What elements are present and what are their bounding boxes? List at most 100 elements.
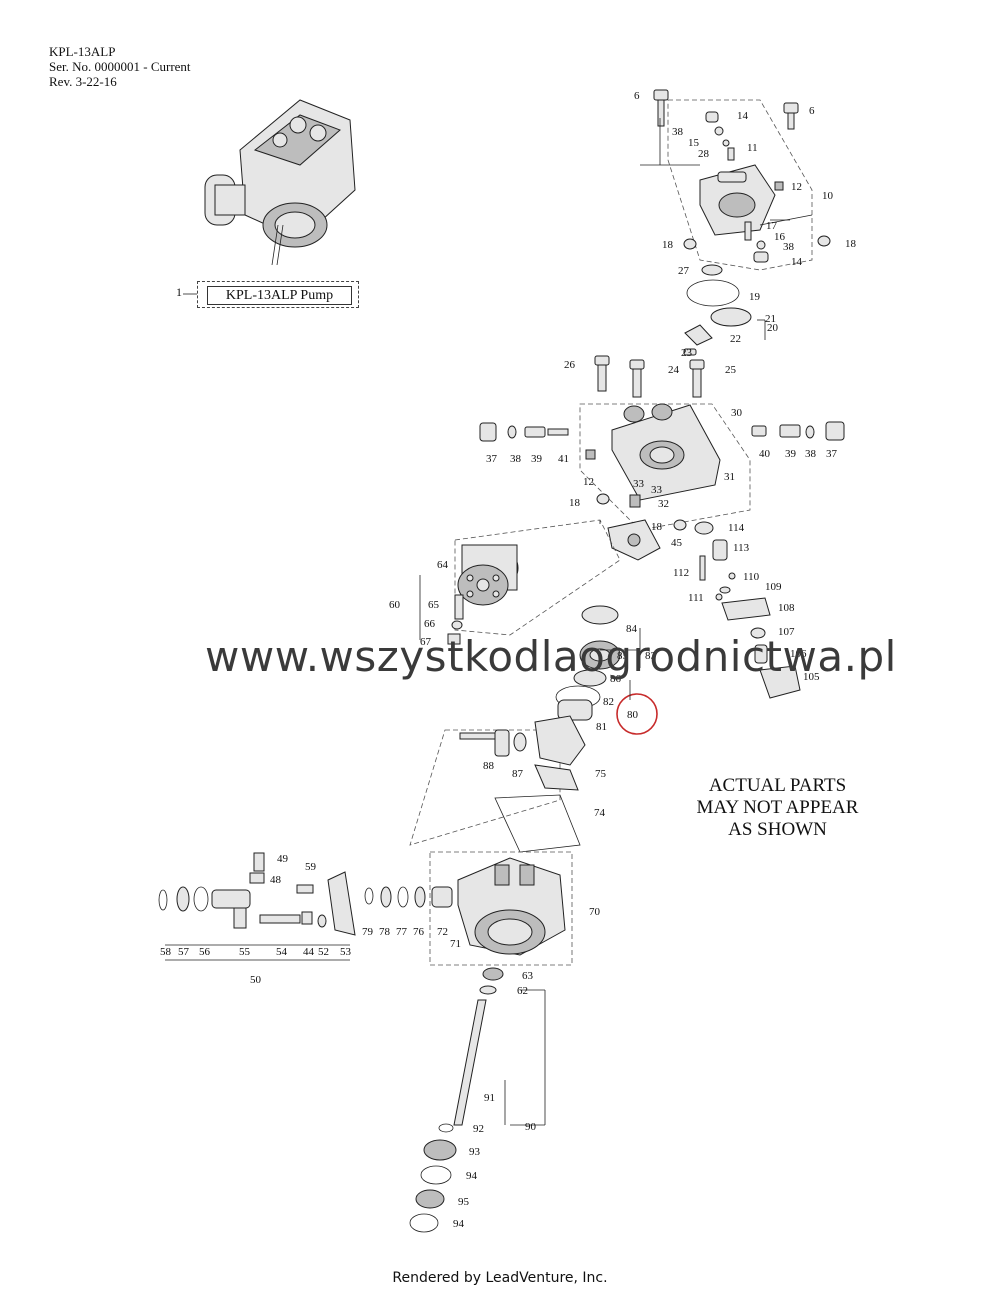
callout-82: 82: [603, 696, 614, 708]
disclaimer-note: ACTUAL PARTS MAY NOT APPEAR AS SHOWN: [690, 775, 865, 841]
callout-16: 16: [774, 231, 786, 243]
callout-113: 113: [733, 542, 750, 554]
callout-25: 25: [725, 364, 737, 376]
pump-assembly-label: KPL-13ALP Pump: [207, 286, 352, 305]
callout-45: 45: [671, 537, 683, 549]
serial-label: Ser. No. 0000001 - Current: [49, 59, 191, 74]
callout-84: 84: [626, 623, 638, 635]
callout-81: 81: [596, 721, 607, 733]
callout-44: 44: [303, 946, 315, 958]
callout-26: 26: [564, 359, 576, 371]
callout-15: 15: [688, 137, 700, 149]
callout-74: 74: [594, 807, 606, 819]
bolt-6-right: [783, 102, 799, 130]
callout-10: 10: [822, 190, 834, 202]
pump-head: [611, 403, 721, 501]
seal-rings-row: [364, 886, 453, 908]
callout-108: 108: [778, 602, 795, 614]
callout-62: 62: [517, 985, 528, 997]
callout-18: 18: [651, 521, 663, 533]
callout-86: 86: [610, 673, 622, 685]
callout-33: 33: [633, 478, 645, 490]
bypass-parts: [699, 539, 801, 699]
callout-94: 94: [453, 1218, 465, 1230]
callout-38: 38: [783, 241, 795, 253]
callout-64: 64: [437, 559, 449, 571]
callout-106: 106: [790, 648, 807, 660]
callout-33: 33: [651, 484, 663, 496]
cover-group-outline: [667, 99, 813, 271]
callout-38: 38: [805, 448, 817, 460]
bolt-6-left: [653, 89, 669, 127]
callout-39: 39: [785, 448, 797, 460]
note-line-1: ACTUAL PARTS: [708, 775, 847, 796]
callout-48: 48: [270, 874, 282, 886]
revision-label: Rev. 3-22-16: [49, 74, 117, 89]
callout-17: 17: [766, 220, 778, 232]
callout-72: 72: [437, 926, 448, 938]
note-line-2: MAY NOT APPEAR: [696, 797, 859, 818]
callout-14: 14: [791, 256, 803, 268]
callout-114: 114: [728, 522, 745, 534]
bearing-stack: [555, 605, 621, 721]
callout-90: 90: [525, 1121, 537, 1133]
callout-107: 107: [778, 626, 795, 638]
valve-parts-left: [479, 422, 610, 505]
swash-group-outline: [409, 729, 561, 846]
callout-57: 57: [178, 946, 190, 958]
callout-76: 76: [413, 926, 425, 938]
header-block: KPL-13ALP Ser. No. 0000001 - Current Rev…: [49, 44, 191, 89]
callout-22: 22: [730, 333, 741, 345]
callout-32: 32: [658, 498, 669, 510]
callout-78: 78: [379, 926, 391, 938]
callout-71: 71: [450, 938, 461, 950]
callout-79: 79: [362, 926, 374, 938]
drive-shaft-parts: [409, 967, 504, 1233]
callout-18: 18: [662, 239, 674, 251]
callout-53: 53: [340, 946, 352, 958]
callout-18: 18: [845, 238, 857, 250]
callout-14: 14: [737, 110, 749, 122]
callout-12: 12: [583, 476, 594, 488]
watermark-text: www.wszystkodlaogrodnictwa.pl: [205, 632, 897, 681]
callout-77: 77: [396, 926, 408, 938]
swash-shaft: [459, 715, 586, 853]
callout-94: 94: [466, 1170, 478, 1182]
callout-19: 19: [749, 291, 761, 303]
cover-part: [699, 164, 776, 236]
callout-55: 55: [239, 946, 251, 958]
callout-54: 54: [276, 946, 288, 958]
callout-37: 37: [826, 448, 838, 460]
callout-60: 60: [389, 599, 401, 611]
callout-21: 21: [765, 313, 776, 325]
valve-parts-right: [629, 421, 845, 535]
callout-85: 85: [617, 650, 629, 662]
pump-assembly-box: KPL-13ALP Pump: [197, 281, 359, 308]
callout-59: 59: [305, 861, 317, 873]
callout-49: 49: [277, 853, 289, 865]
callout-41: 41: [558, 453, 569, 465]
pump-assembly-number: 1: [176, 285, 182, 299]
callout-88: 88: [483, 760, 495, 772]
callout-52: 52: [318, 946, 329, 958]
callout-112: 112: [673, 567, 689, 579]
callout-67: 67: [420, 636, 432, 648]
callout-30: 30: [731, 407, 743, 419]
callout-105: 105: [803, 671, 820, 683]
callout-83: 83: [645, 650, 657, 662]
callout-56: 56: [199, 946, 211, 958]
callout-63: 63: [522, 970, 534, 982]
pump-assembly-thumbnail: [204, 99, 356, 266]
callout-66: 66: [424, 618, 436, 630]
callout-27: 27: [678, 265, 690, 277]
crankcase-group-outline: [429, 851, 573, 966]
footer-credit: Rendered by LeadVenture, Inc.: [392, 1270, 608, 1286]
callout-39: 39: [531, 453, 543, 465]
callout-70: 70: [589, 906, 601, 918]
callout-24: 24: [668, 364, 680, 376]
callout-38: 38: [672, 126, 684, 138]
highlight-circle: [616, 693, 658, 735]
callout-87: 87: [512, 768, 524, 780]
